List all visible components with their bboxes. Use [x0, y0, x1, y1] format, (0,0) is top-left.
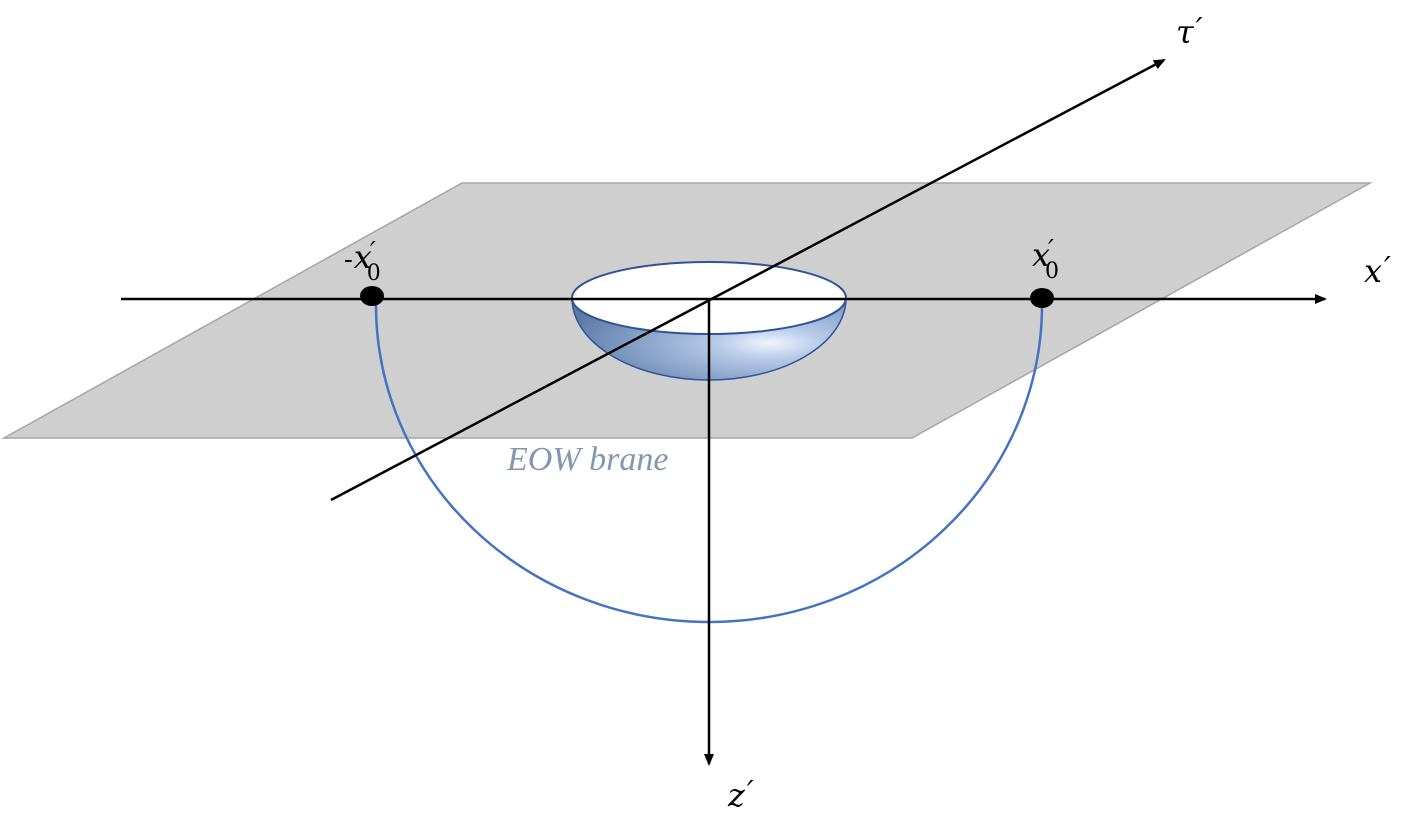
- tau-axis: [330, 58, 1166, 502]
- z-axis-label: z′: [727, 775, 754, 814]
- right-endpoint-dot: [1030, 288, 1054, 308]
- tau-axis-label: τ′: [1176, 12, 1203, 51]
- left-point-label: -x′0: [344, 237, 381, 286]
- x-axis-label: x′: [1364, 251, 1391, 290]
- left-endpoint-dot: [360, 286, 384, 306]
- eow-brane-label: EOW brane: [506, 441, 668, 478]
- right-point-label: x′0: [1032, 235, 1059, 284]
